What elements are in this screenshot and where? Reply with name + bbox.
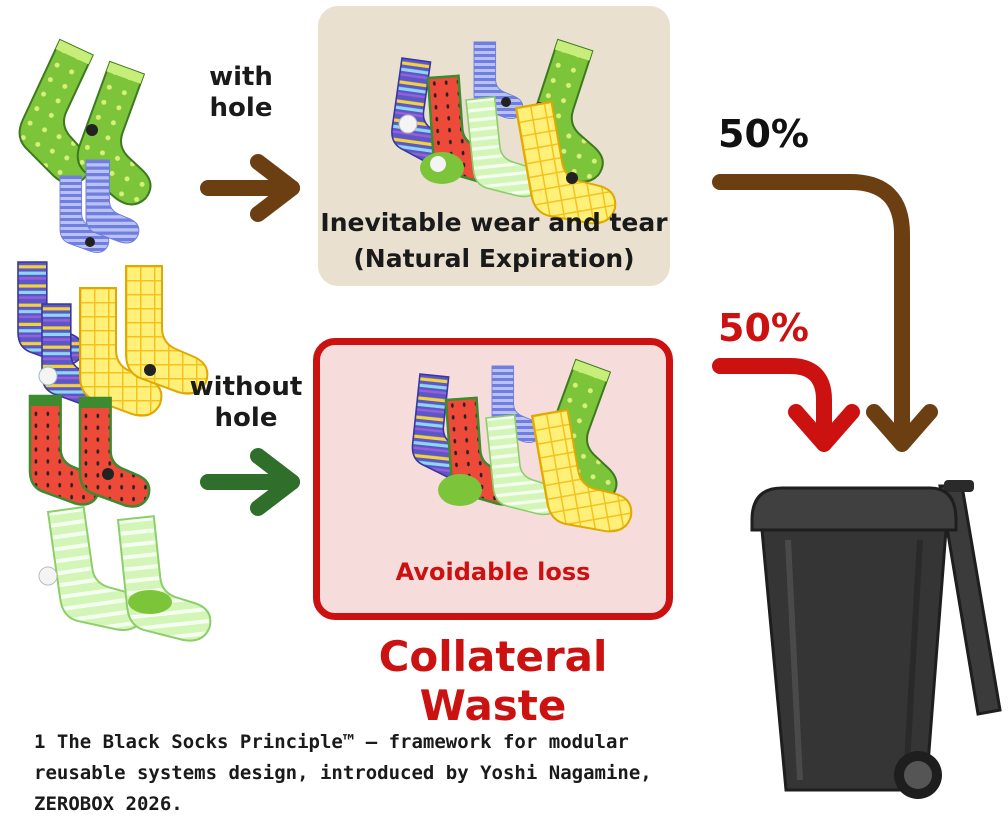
footnote: 1 The Black Socks Principle™ — framework…: [34, 727, 714, 820]
trash-bin-icon: [750, 480, 1002, 799]
socks-worn-group: [386, 39, 637, 235]
green-arrow-right: [200, 448, 300, 516]
red-arrow-down: [712, 358, 860, 452]
brown-arrow-down: [712, 174, 938, 452]
footnote-line-2: reusable systems design, introduced by Y…: [34, 762, 652, 784]
hole-icon: [86, 124, 98, 136]
hole-icon: [85, 237, 95, 247]
brown-arrow-right: [200, 154, 300, 222]
hole-icon: [102, 468, 114, 480]
left-socks: [5, 39, 214, 648]
percent-top-label: 50%: [718, 112, 809, 156]
diagram-canvas: [5, 39, 1002, 799]
footnote-line-3: ZEROBOX 2026.: [34, 793, 183, 815]
without-hole-label: without hole: [189, 372, 303, 434]
socks-lost-group: [408, 359, 654, 543]
collateral-waste-title: Collateral Waste: [378, 632, 608, 730]
percent-bottom-label: 50%: [718, 306, 809, 350]
footnote-line-1: 1 The Black Socks Principle™ — framework…: [34, 731, 629, 753]
avoidable-loss-label: Avoidable loss: [395, 558, 591, 586]
inevitable-title: Inevitable wear and tear: [320, 208, 668, 237]
hole-icon: [144, 364, 156, 376]
inevitable-subtitle: (Natural Expiration): [353, 244, 635, 273]
with-hole-label: with hole: [209, 62, 273, 124]
